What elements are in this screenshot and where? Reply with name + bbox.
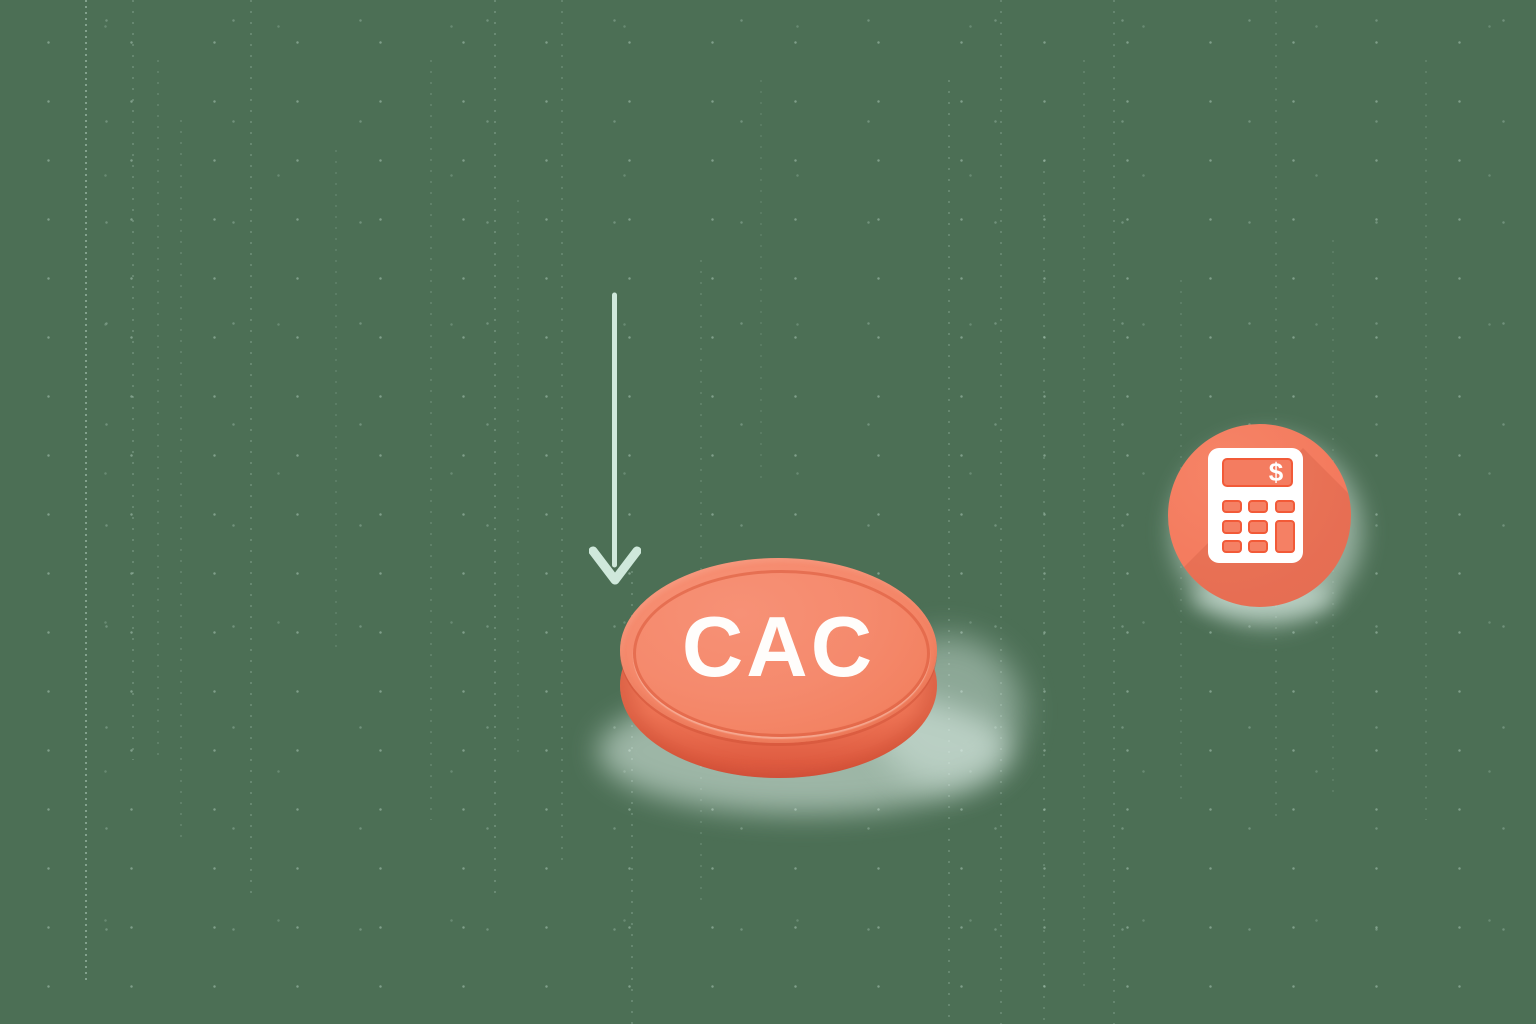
speckle-line (1043, 160, 1045, 1024)
calculator-button-tall (1275, 520, 1295, 553)
speckle-line (180, 120, 182, 840)
speckle-line (517, 200, 519, 760)
calculator-button (1275, 500, 1295, 513)
calculator-button (1222, 500, 1242, 513)
calculator-badge: $ (1168, 424, 1351, 607)
badge-circle: $ (1168, 424, 1351, 607)
calculator-button (1222, 540, 1242, 553)
speckle-line (948, 80, 950, 1024)
speckle-line (494, 0, 496, 900)
speckle-line (430, 60, 432, 820)
speckle-line (561, 0, 563, 860)
down-arrow-icon (589, 292, 641, 585)
calculator-display: $ (1222, 457, 1293, 487)
calculator-button (1248, 520, 1268, 534)
speckle-line (760, 80, 762, 480)
calculator-button (1248, 540, 1268, 553)
speckle-line (1113, 0, 1115, 1024)
speckle-line (335, 150, 337, 650)
speckle-line (132, 0, 134, 760)
speckle-line (157, 60, 159, 760)
speckle-line (631, 560, 633, 1024)
coin-face: CAC (620, 558, 937, 743)
speckle-line (1425, 60, 1427, 820)
calculator-button (1222, 520, 1242, 534)
speckle-line (85, 0, 87, 980)
speckle-line (1000, 0, 1002, 1024)
speckle-line (1275, 0, 1277, 820)
dollar-sign: $ (1268, 457, 1284, 487)
speckle-line (1083, 60, 1085, 990)
coin-ring (633, 570, 930, 737)
coin-label: CAC (681, 599, 876, 695)
cac-coin: CAC (620, 558, 937, 778)
speckle-line (250, 0, 252, 900)
calculator-button (1248, 500, 1268, 513)
calculator-icon: $ (1208, 448, 1303, 563)
